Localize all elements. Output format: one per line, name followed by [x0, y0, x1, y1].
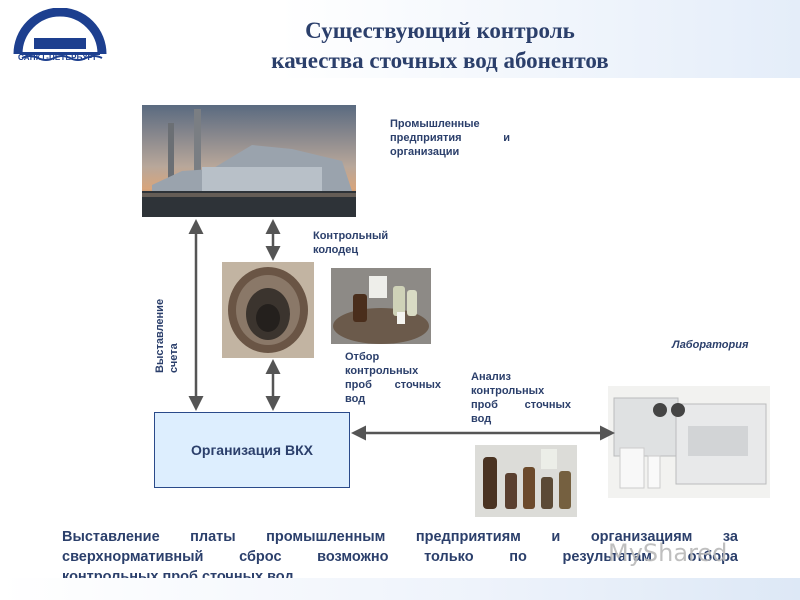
header-band: [0, 0, 800, 78]
vodokanal-logo: [13, 8, 107, 61]
industrial-enterprises-label: Промышленные предприятия и организации: [390, 118, 510, 158]
industrial-plant-photo: [142, 105, 356, 217]
laboratory-photo: [608, 386, 770, 498]
page-title-line2: качества сточных вод абонентов: [271, 48, 609, 73]
control-well-label: Контрольный колодец: [313, 230, 389, 256]
vkh-organization-box: Организация ВКХ: [154, 412, 350, 488]
page-title-line1: Существующий контроль: [305, 18, 575, 43]
sample-bottles-photo: [331, 268, 431, 344]
laboratory-label: Лаборатория: [672, 339, 749, 351]
footer-band: [0, 578, 800, 600]
watermark: MyShared: [608, 539, 728, 567]
vkh-organization-label: Организация ВКХ: [191, 442, 313, 458]
logo-caption: САНКТ-ПЕТЕРБУРГ: [18, 53, 98, 62]
analysis-jars-photo: [475, 445, 577, 517]
analysis-label: Анализ контрольных проб сточных вод: [471, 371, 571, 425]
sampling-label: Отбор контрольных проб сточных вод: [345, 351, 441, 405]
control-well-photo: [222, 262, 314, 358]
